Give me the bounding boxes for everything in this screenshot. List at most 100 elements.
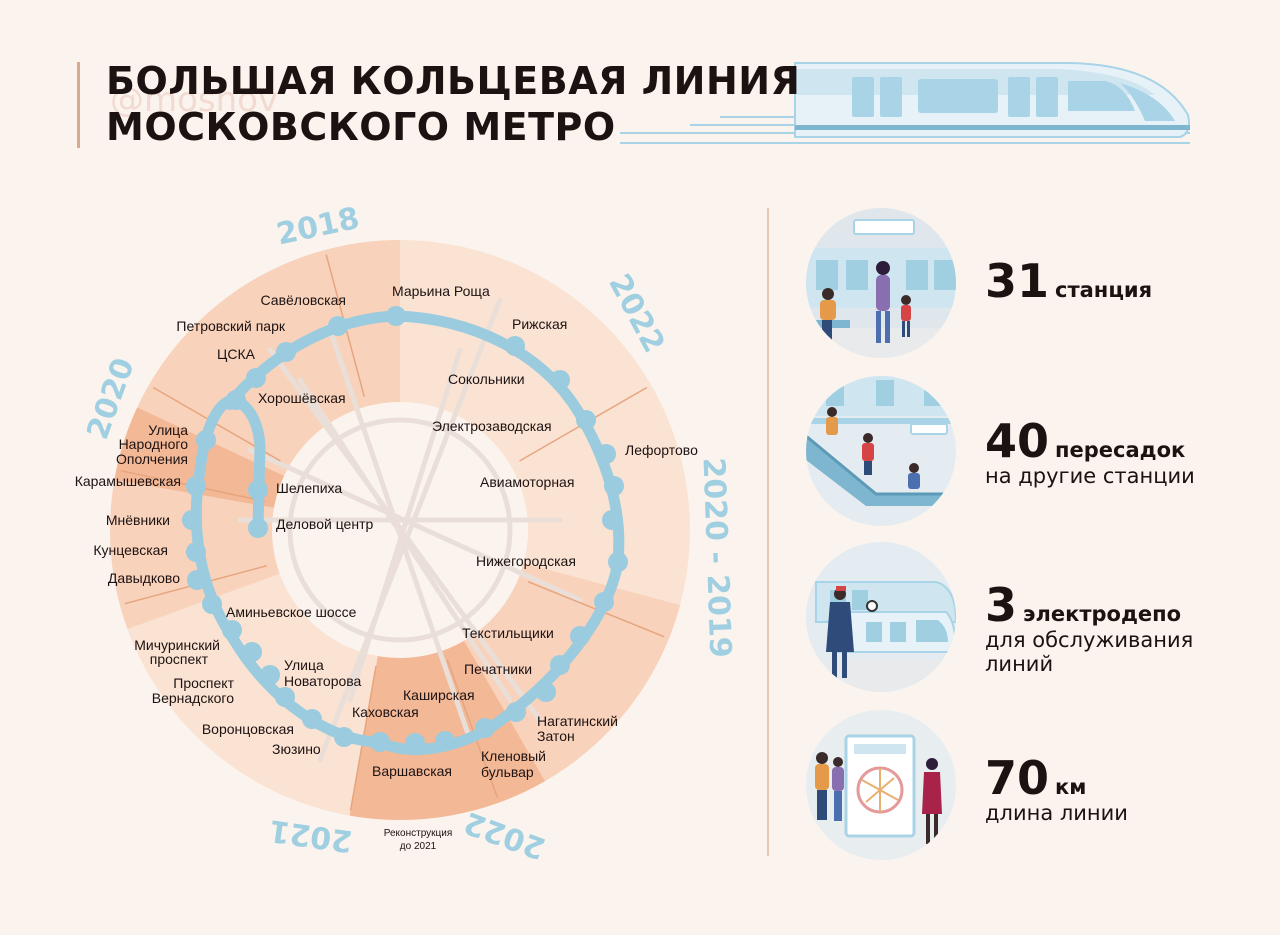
bg-line-3	[247, 447, 583, 603]
station-dots	[182, 306, 628, 753]
platform-icon	[806, 208, 956, 358]
stat-length-number: 70	[985, 751, 1050, 805]
ring-line-map: Марьина РощаРижскаяСокольникиЭлектрозаво…	[75, 201, 738, 866]
title-line-2: МОСКОВСКОГО МЕТРО	[106, 105, 616, 149]
station-label: Рижская	[512, 316, 567, 332]
map-stand-icon	[806, 710, 956, 860]
column-divider	[767, 208, 769, 856]
station-dot	[604, 476, 624, 496]
station-dot	[186, 542, 206, 562]
station-dot	[248, 480, 268, 500]
station-label: Нижегородская	[476, 553, 576, 569]
station-label: Улица	[284, 657, 324, 673]
station-dot	[260, 665, 280, 685]
stat-length-unit: км	[1055, 775, 1087, 799]
station-label: Текстильщики	[462, 625, 554, 641]
stat-stations-unit: станция	[1055, 278, 1153, 302]
reconstruction-note-line2: до 2021	[400, 841, 437, 852]
title-accent-bar	[77, 62, 80, 148]
station-dot	[187, 570, 207, 590]
station-label: Воронцовская	[202, 721, 294, 737]
station-label: Печатники	[464, 661, 532, 677]
divider-div-4	[446, 659, 499, 799]
station-label: Авиамоторная	[480, 474, 574, 490]
stat-length-desc: длина линии	[985, 801, 1128, 825]
station-label: Кунцевская	[93, 542, 168, 558]
stat-transfers-desc: на другие станции	[985, 464, 1195, 488]
station-dot	[275, 687, 295, 707]
station-dot	[226, 390, 246, 410]
station-label: Улица	[148, 422, 188, 438]
station-label: Новаторова	[284, 673, 362, 689]
stat-depots-desc-2: линий	[985, 652, 1054, 676]
station-dot	[276, 342, 296, 362]
station-dot	[505, 336, 525, 356]
station-dot	[302, 709, 322, 729]
station-dot	[334, 727, 354, 747]
year-label: 2021	[267, 812, 355, 858]
station-dot	[248, 518, 268, 538]
station-dot	[536, 682, 556, 702]
station-label: Вернадского	[152, 690, 234, 706]
bg-line-0	[267, 347, 543, 723]
station-dot	[222, 620, 242, 640]
station-dot	[242, 642, 262, 662]
page-title: БОЛЬШАЯ КОЛЬЦЕВАЯ ЛИНИЯ МОСКОВСКОГО МЕТР…	[106, 58, 800, 150]
station-dot	[594, 592, 614, 612]
station-dot	[186, 476, 206, 496]
depot-icon	[806, 542, 956, 692]
station-label: Хорошёвская	[258, 390, 346, 406]
stat-transfers-unit: пересадок	[1055, 438, 1186, 462]
station-label: Ополчения	[116, 451, 188, 467]
station-dot	[386, 306, 406, 326]
station-label: Каширская	[403, 687, 475, 703]
station-dot	[550, 655, 570, 675]
station-dot	[246, 368, 266, 388]
watermark: @moshov	[110, 80, 279, 120]
background-metro-network	[237, 297, 583, 763]
station-dot	[596, 444, 616, 464]
sector-2022-south	[349, 640, 545, 820]
station-label: Аминьевское шоссе	[226, 604, 357, 620]
reconstruction-note-line1: Реконструкция	[384, 828, 453, 839]
station-label: Электрозаводская	[432, 418, 552, 434]
station-dot	[576, 410, 596, 430]
station-dot	[506, 702, 526, 722]
station-dot	[196, 430, 216, 450]
station-labels: Марьина РощаРижскаяСокольникиЭлектрозаво…	[75, 283, 698, 780]
station-dot	[608, 552, 628, 572]
stat-depots-number: 3	[985, 578, 1018, 632]
station-label: Народного	[119, 436, 189, 452]
station-label: Шелепиха	[276, 480, 342, 496]
bg-line-6	[317, 297, 503, 763]
stat-depots-desc-1: для обслуживания	[985, 628, 1194, 652]
station-label: Сокольники	[448, 371, 525, 387]
station-label: проспект	[150, 651, 209, 667]
stat-stations-number: 31	[985, 254, 1050, 308]
station-label: Карамышевская	[75, 473, 181, 489]
station-label: Лефортово	[625, 442, 698, 458]
station-dot	[435, 731, 455, 751]
station-label: Деловой центр	[276, 516, 373, 532]
station-dot	[550, 370, 570, 390]
stat-depots-unit: электродепо	[1023, 602, 1182, 626]
station-label: Проспект	[173, 675, 234, 691]
bg-ring	[287, 417, 513, 643]
station-label: Петровский парк	[176, 318, 285, 334]
station-dot	[570, 626, 590, 646]
station-label: Варшавская	[372, 763, 452, 779]
station-dot	[602, 510, 622, 530]
escalator-icon	[806, 376, 956, 526]
train-illustration	[620, 62, 1190, 144]
station-dot	[475, 718, 495, 738]
station-dot	[405, 733, 425, 753]
station-label: Каховская	[352, 704, 419, 720]
station-dot	[370, 732, 390, 752]
station-label: ЦСКА	[217, 346, 256, 362]
year-label: 2022	[460, 804, 550, 865]
station-label: Зюзино	[272, 741, 321, 757]
